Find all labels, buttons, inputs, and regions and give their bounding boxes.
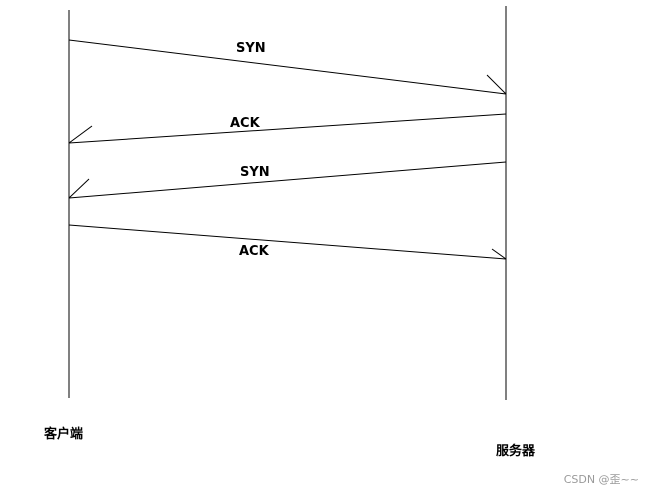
message-4-label: ACK [239, 244, 270, 259]
message-1-label: SYN [236, 41, 266, 56]
message-4-arrowhead [491, 248, 507, 260]
message-4: ACK [68, 224, 507, 260]
message-3: SYN [68, 161, 507, 199]
message-3-line [68, 161, 507, 199]
message-2-line [68, 113, 507, 144]
server-label: 服务器 [496, 444, 536, 459]
message-2-arrowhead [68, 125, 93, 144]
message-3-arrowhead [68, 178, 90, 199]
message-2: ACK [68, 113, 507, 144]
message-2-label: ACK [230, 116, 261, 131]
watermark: CSDN @歪~~ [563, 473, 639, 486]
message-1-line [68, 39, 507, 95]
message-3-label: SYN [240, 165, 270, 180]
client-label: 客户端 [44, 427, 84, 442]
message-1: SYN [68, 39, 507, 95]
message-1-arrowhead [486, 74, 507, 95]
message-4-line [68, 224, 507, 260]
